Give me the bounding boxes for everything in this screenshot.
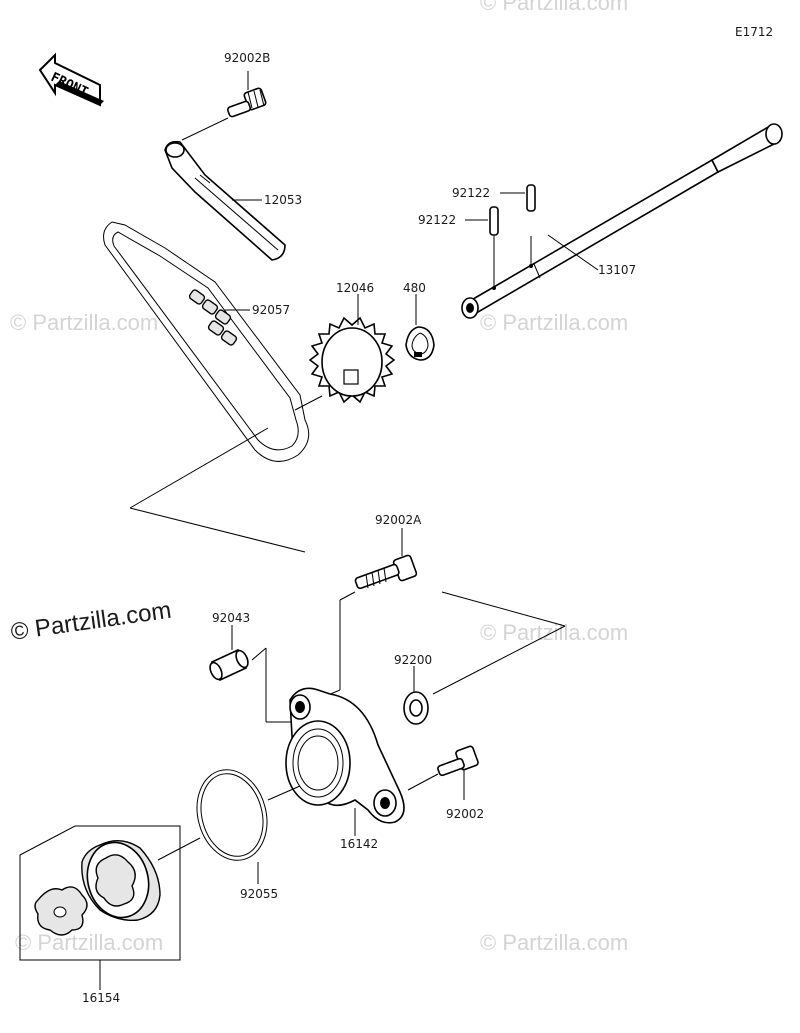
rotor-set-16154-icon xyxy=(19,825,181,961)
chain-guide-12053-icon xyxy=(164,140,286,261)
label-12053: 12053 xyxy=(264,193,302,207)
shaft-13107-icon xyxy=(461,123,783,319)
washer-92200-icon xyxy=(403,691,429,725)
label-92055: 92055 xyxy=(240,887,278,901)
chain-92057-icon xyxy=(103,221,310,462)
o-ring-92055-icon xyxy=(196,769,268,861)
label-92057: 92057 xyxy=(252,303,290,317)
pin-92122-low-icon xyxy=(489,206,499,236)
bolt-92002b-icon xyxy=(226,87,267,118)
label-16142: 16142 xyxy=(340,837,378,851)
dowel-92043-icon xyxy=(209,648,249,682)
diagram-code: E1712 xyxy=(735,25,773,39)
label-92002: 92002 xyxy=(446,807,484,821)
pin-92122-top-icon xyxy=(526,184,536,212)
label-92122-top: 92122 xyxy=(452,186,490,200)
watermarks: © Partzilla.com © Partzilla.com © Partzi… xyxy=(9,0,628,955)
label-480: 480 xyxy=(403,281,426,295)
front-arrow-icon: FRONT xyxy=(38,52,104,107)
sprocket-12046-icon xyxy=(308,316,396,404)
watermark-left: © Partzilla.com xyxy=(10,310,158,335)
label-12046: 12046 xyxy=(336,281,374,295)
circlip-480-icon xyxy=(405,326,435,361)
label-92002b: 92002B xyxy=(224,51,270,65)
label-92043: 92043 xyxy=(212,611,250,625)
watermark-right: © Partzilla.com xyxy=(480,310,628,335)
bolt-92002-icon xyxy=(437,745,479,777)
label-92002a: 92002A xyxy=(375,513,422,527)
housing-16142-icon xyxy=(285,687,405,824)
watermark-bottom-right: © Partzilla.com xyxy=(480,930,628,955)
label-92122-low: 92122 xyxy=(418,213,456,227)
label-92200: 92200 xyxy=(394,653,432,667)
watermark-main: © Partzilla.com xyxy=(9,597,173,646)
watermark-top: © Partzilla.com xyxy=(480,0,628,15)
watermark-bottom-left: © Partzilla.com xyxy=(15,930,163,955)
label-13107: 13107 xyxy=(598,263,636,277)
label-16154: 16154 xyxy=(82,991,120,1005)
bolt-92002a-icon xyxy=(354,554,418,590)
watermark-mid-right: © Partzilla.com xyxy=(480,620,628,645)
